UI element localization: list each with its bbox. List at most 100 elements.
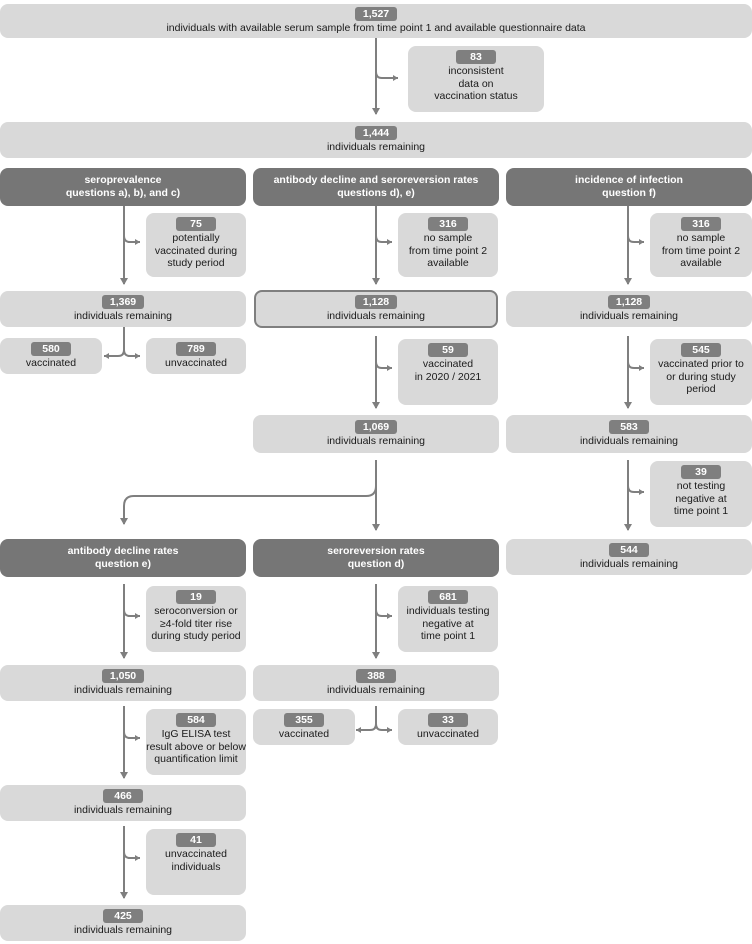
box-text: individuals remaining	[73, 310, 173, 323]
box-text: no sample	[423, 232, 473, 244]
box-text: negative at	[675, 492, 727, 505]
box-text: individuals remaining	[73, 684, 173, 697]
box-text: from time point 2	[408, 244, 488, 257]
remaining-box-decline-3: 425 individuals remaining	[0, 905, 246, 941]
count-badge: 1,128	[354, 295, 398, 310]
header-text: question e)	[94, 558, 151, 570]
box-text: available	[427, 257, 469, 269]
box-text: individuals remaining	[579, 558, 679, 571]
split-serorev-left	[356, 723, 377, 733]
box-text: period	[686, 383, 716, 395]
branch-col2-excl2	[375, 361, 392, 371]
box-text: study period	[167, 257, 225, 269]
unvaccinated-box-col1: 789 unvaccinated	[146, 338, 246, 374]
start-box: 1,527 individuals with available serum s…	[0, 4, 752, 38]
remaining-box-serorev: 388 individuals remaining	[253, 665, 499, 701]
header-seroprevalence: seroprevalence questions a), b), and c)	[0, 168, 246, 206]
exclusion-box-inconsistent: 83 inconsistent data on vaccination stat…	[408, 46, 544, 112]
branch-excl-inconsistent	[375, 71, 398, 81]
box-text: time point 1	[420, 630, 476, 642]
count-badge: 316	[681, 217, 721, 231]
count-badge: 1,069	[354, 420, 398, 435]
split-col1-right	[123, 349, 140, 359]
vaccinated-box-col1: 580 vaccinated	[0, 338, 102, 374]
box-text: individuals remaining	[326, 310, 426, 323]
box-text: not testing	[676, 480, 726, 492]
count-badge: 583	[609, 420, 649, 435]
exclusion-box-col3-vaccinated: 545 vaccinated prior to or during study …	[650, 339, 752, 405]
branch-serorev-excl1	[375, 609, 392, 619]
branch-col3-excl1	[627, 235, 644, 245]
box-text: vaccination status	[434, 90, 518, 102]
box-text: individuals remaining	[579, 310, 679, 323]
header-antibody-decline: antibody decline rates question e)	[0, 539, 246, 577]
box-text: potentially	[172, 232, 220, 244]
header-text: incidence of infection	[575, 174, 683, 186]
box-text: vaccinated	[422, 358, 474, 370]
branch-col2-excl1	[375, 235, 392, 245]
count-badge: 1,369	[101, 295, 145, 310]
box-text: individuals remaining	[579, 435, 679, 448]
box-text: during study period	[151, 630, 241, 642]
box-text: vaccinated during	[154, 244, 238, 257]
remaining-box-decline-1: 1,050 individuals remaining	[0, 665, 246, 701]
box-text: unvaccinated	[165, 848, 227, 860]
count-badge: 41	[176, 833, 216, 847]
header-text: question d)	[347, 558, 405, 570]
header-text: antibody decline rates	[67, 545, 179, 557]
box-text: individuals remaining	[73, 804, 173, 817]
box-text: no sample	[676, 232, 726, 244]
box-text: individuals	[171, 860, 221, 873]
header-text: seroreversion rates	[327, 545, 425, 557]
count-badge: 580	[31, 342, 71, 356]
header-text: seroprevalence	[84, 174, 162, 186]
count-badge: 1,444	[354, 126, 398, 141]
branch-decline-excl3	[123, 851, 140, 861]
count-badge: 466	[103, 789, 143, 804]
box-text: result above or below	[146, 740, 246, 753]
box-text: in 2020 / 2021	[414, 370, 482, 383]
box-text: IgG ELISA test	[161, 728, 231, 740]
box-text: individuals testing	[406, 605, 490, 617]
remaining-box-col2-1: 1,128 individuals remaining	[254, 290, 498, 328]
header-text: questions d), e)	[337, 187, 415, 199]
box-text: inconsistent	[448, 65, 504, 77]
count-badge: 1,527	[354, 7, 398, 22]
exclusion-box-decline-seroconversion: 19 seroconversion or ≥4-fold titer rise …	[146, 586, 246, 652]
exclusion-box-decline-unvaccinated: 41 unvaccinated individuals	[146, 829, 246, 895]
count-badge: 355	[284, 713, 324, 727]
exclusion-box-serorev-testing-negative: 681 individuals testing negative at time…	[398, 586, 498, 652]
box-text: negative at	[422, 617, 474, 630]
branch-col3-excl3	[627, 485, 644, 495]
remaining-box-decline-2: 466 individuals remaining	[0, 785, 246, 821]
header-text: antibody decline and seroreversion rates	[273, 174, 479, 186]
count-badge: 388	[356, 669, 396, 684]
branch-decline-excl2	[123, 731, 140, 741]
split-serorev-right	[375, 723, 392, 733]
split-col2-left	[120, 485, 377, 525]
count-badge: 425	[103, 909, 143, 924]
count-badge: 83	[456, 50, 496, 64]
header-seroreversion: seroreversion rates question d)	[253, 539, 499, 577]
header-text: questions a), b), and c)	[65, 187, 181, 199]
exclusion-box-col2-no-sample: 316 no sample from time point 2 availabl…	[398, 213, 498, 277]
box-text: quantification limit	[154, 753, 238, 765]
remaining-box-col2-2: 1,069 individuals remaining	[253, 415, 499, 453]
exclusion-box-col3-not-negative: 39 not testing negative at time point 1	[650, 461, 752, 527]
count-badge: 75	[176, 217, 216, 231]
exclusion-box-col2-vaccinated: 59 vaccinated in 2020 / 2021	[398, 339, 498, 405]
count-badge: 19	[176, 590, 216, 604]
box-text: from time point 2	[661, 244, 741, 257]
box-text: data on	[458, 77, 494, 90]
vaccinated-box-serorev: 355 vaccinated	[253, 709, 355, 745]
box-text: individuals remaining	[73, 924, 173, 937]
branch-col3-excl2	[627, 361, 644, 371]
count-badge: 33	[428, 713, 468, 727]
count-badge: 39	[681, 465, 721, 479]
box-text: seroconversion or	[154, 605, 238, 617]
box-text: unvaccinated	[165, 357, 227, 369]
header-text: question f)	[602, 187, 656, 199]
box-text: or during study	[666, 370, 736, 383]
count-badge: 789	[176, 342, 216, 356]
